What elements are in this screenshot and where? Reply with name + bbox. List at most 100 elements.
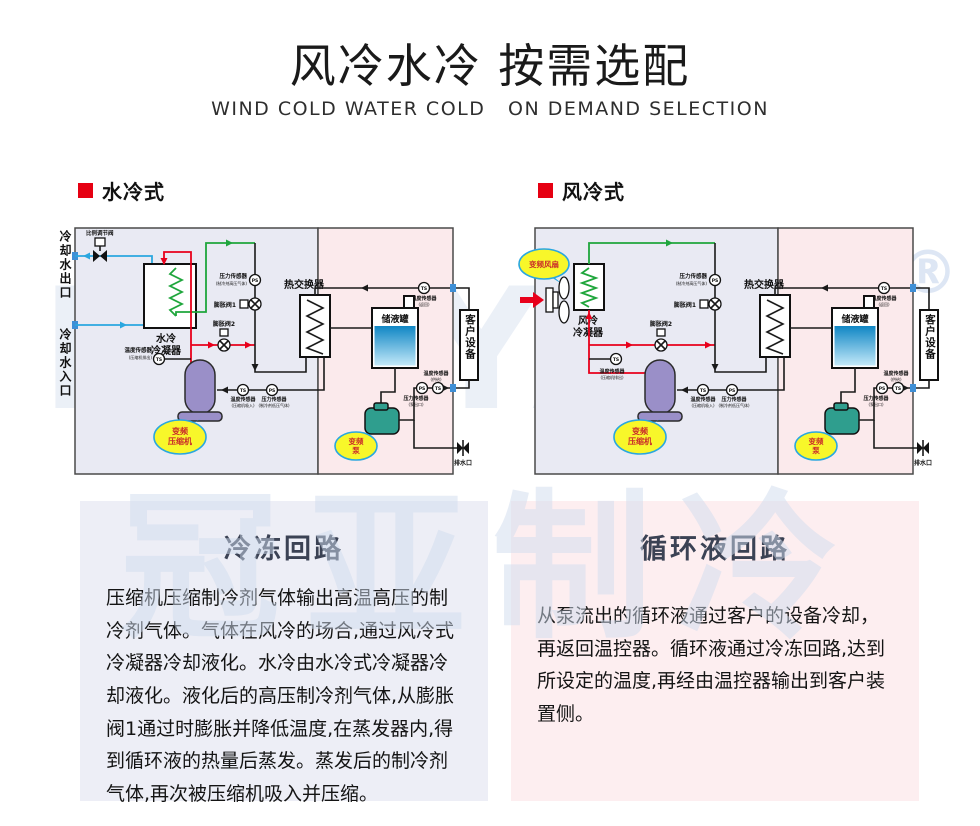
svg-text:温度传感器: 温度传感器: [230, 396, 256, 403]
svg-text:PS: PS: [712, 278, 719, 284]
heat-exchanger: 热交换器: [284, 278, 331, 358]
svg-text:压力传感器: 压力传感器: [863, 395, 889, 402]
compressor-tag: 变频 压缩机: [153, 418, 207, 455]
return-line: TS 温度传感器 (返回): [314, 281, 470, 310]
svg-text:温度传感器: 温度传感器: [690, 396, 716, 403]
svg-text:PS: PS: [419, 386, 426, 392]
supply-sensors: PS 压力传感器 (泵出口) TS 温度传感器 (供给): [863, 370, 909, 407]
red-square-bullet: [538, 183, 553, 198]
pressure-sensor-high: PS 压力传感器 (制冷剂高压气体): [676, 272, 722, 287]
svg-text:(泵出口): (泵出口): [408, 401, 424, 407]
svg-text:TS: TS: [613, 357, 619, 363]
svg-text:TS: TS: [881, 286, 887, 292]
section-label: 风冷式: [562, 180, 625, 204]
customer-equipment-label: 客户设备: [464, 314, 476, 360]
pressure-sensor-high: PS 压力传感器 (制冷剂高压气体): [216, 272, 262, 287]
svg-text:(制冷剂高压气体): (制冷剂高压气体): [216, 280, 248, 286]
svg-text:泵: 泵: [352, 446, 360, 455]
svg-text:变频风扇: 变频风扇: [529, 259, 559, 269]
svg-text:膨胀阀2: 膨胀阀2: [649, 320, 672, 328]
drain-valve: 排水口: [914, 440, 932, 467]
customer-equipment-box: [910, 309, 939, 392]
svg-text:(压缩机排出): (压缩机排出): [129, 354, 153, 360]
customer-equipment-label: 客户设备: [924, 314, 936, 360]
svg-text:(供给): (供给): [430, 376, 442, 382]
svg-text:PS: PS: [252, 278, 259, 284]
svg-text:压力传感器: 压力传感器: [261, 396, 287, 403]
svg-text:TS: TS: [240, 388, 246, 394]
section-header-water: 水冷式: [78, 176, 165, 205]
svg-text:(制冷剂低压气体): (制冷剂低压气体): [258, 402, 290, 408]
svg-text:压缩机: 压缩机: [168, 436, 192, 446]
svg-text:膨胀阀1: 膨胀阀1: [673, 301, 696, 309]
return-line: TS 温度传感器 (返回): [774, 281, 930, 310]
svg-text:储液罐: 储液罐: [381, 313, 408, 325]
svg-text:膨胀阀2: 膨胀阀2: [212, 320, 235, 328]
circulation-circuit-panel: 循环液回路 从泵流出的循环液通过客户的设备冷却，再返回温控器。循环液通过冷冻回路…: [511, 501, 919, 801]
temp-sensor-discharge: TS 温度传感器 (压缩机排出): [589, 352, 625, 380]
svg-text:排水口: 排水口: [454, 459, 472, 467]
svg-text:压力传感器: 压力传感器: [403, 395, 429, 402]
svg-text:水冷: 水冷: [155, 332, 176, 345]
svg-text:风冷: 风冷: [578, 314, 598, 327]
expansion-valve-2: 膨胀阀2: [649, 320, 672, 352]
svg-text:PS: PS: [879, 386, 886, 392]
svg-text:储液罐: 储液罐: [841, 313, 868, 325]
fan-tag: 变频风扇: [518, 248, 570, 284]
svg-text:泵: 泵: [812, 446, 820, 455]
compressor: [637, 359, 683, 422]
circulation-circuit-title: 循环液回路: [640, 534, 790, 565]
diagram-water-cooled: 比例调节阀 水冷 冷凝器 PS: [72, 227, 479, 475]
storage-tank: 储液罐: [330, 295, 419, 408]
svg-text:排水口: 排水口: [914, 459, 932, 467]
svg-text:TS: TS: [156, 357, 162, 363]
expansion-valve-1: 膨胀阀1: [673, 297, 722, 311]
expansion-valve-2: 膨胀阀2: [212, 320, 235, 352]
svg-text:(泵出口): (泵出口): [868, 401, 884, 407]
refrigeration-circuit-title: 冷冻回路: [224, 534, 344, 565]
svg-text:热交换器: 热交换器: [744, 278, 785, 291]
svg-text:温度传感器: 温度传感器: [423, 370, 449, 377]
svg-text:压力传感器: 压力传感器: [721, 396, 747, 403]
page-subtitle: WIND COLD WATER COLD ON DEMAND SELECTION: [211, 98, 769, 120]
refrigerant-pipes: [585, 239, 785, 394]
svg-text:(返回): (返回): [878, 301, 890, 307]
compressor-tag: 变频 压缩机: [613, 418, 667, 455]
compressor: [177, 359, 223, 422]
page-title: 风冷水冷 按需选配: [289, 39, 691, 93]
customer-equipment-box: [450, 309, 479, 392]
svg-text:比例调节阀: 比例调节阀: [86, 229, 114, 237]
svg-text:变频: 变频: [172, 426, 188, 436]
coolant-inlet-label: 冷却水入口: [58, 328, 72, 398]
svg-text:(制冷剂高压气体): (制冷剂高压气体): [676, 280, 708, 286]
coolant-outlet-label: 冷却水出口: [58, 230, 72, 300]
red-square-bullet: [78, 183, 93, 198]
svg-text:变频: 变频: [349, 436, 364, 446]
supply-sensors: PS 压力传感器 (泵出口) TS 温度传感器 (供给): [403, 370, 449, 407]
svg-text:TS: TS: [895, 386, 901, 392]
suction-sensors: TS 温度传感器 (压缩机吸入) PS 压力传感器 (制冷剂低压气体): [230, 383, 290, 408]
pump-tag: 变频 泵: [334, 426, 378, 461]
drain-valve: 排水口: [454, 440, 472, 467]
svg-text:(压缩机吸入): (压缩机吸入): [691, 402, 715, 408]
svg-text:温度传感器: 温度传感器: [124, 346, 152, 354]
diagram-air-cooled: 变频风扇 风冷 冷凝器: [518, 227, 939, 475]
svg-text:(制冷剂低压气体): (制冷剂低压气体): [718, 402, 750, 408]
proportional-valve: 比例调节阀: [86, 229, 114, 262]
storage-tank: 储液罐: [790, 295, 879, 408]
svg-text:压力传感器: 压力传感器: [679, 272, 707, 280]
section-header-air: 风冷式: [538, 176, 625, 205]
svg-text:温度传感器: 温度传感器: [883, 370, 909, 377]
pump: [364, 384, 458, 449]
svg-text:PS: PS: [729, 388, 736, 394]
suction-sensors: TS 温度传感器 (压缩机吸入) PS 压力传感器 (制冷剂低压气体): [690, 383, 750, 408]
svg-text:(返回): (返回): [418, 301, 430, 307]
pump-tag: 变频 泵: [794, 426, 838, 461]
svg-text:变频: 变频: [632, 426, 648, 436]
fan: [520, 276, 570, 324]
svg-text:TS: TS: [700, 388, 706, 394]
svg-text:(供给): (供给): [890, 376, 902, 382]
svg-text:热交换器: 热交换器: [284, 278, 325, 291]
svg-text:(压缩机吸入): (压缩机吸入): [231, 402, 255, 408]
